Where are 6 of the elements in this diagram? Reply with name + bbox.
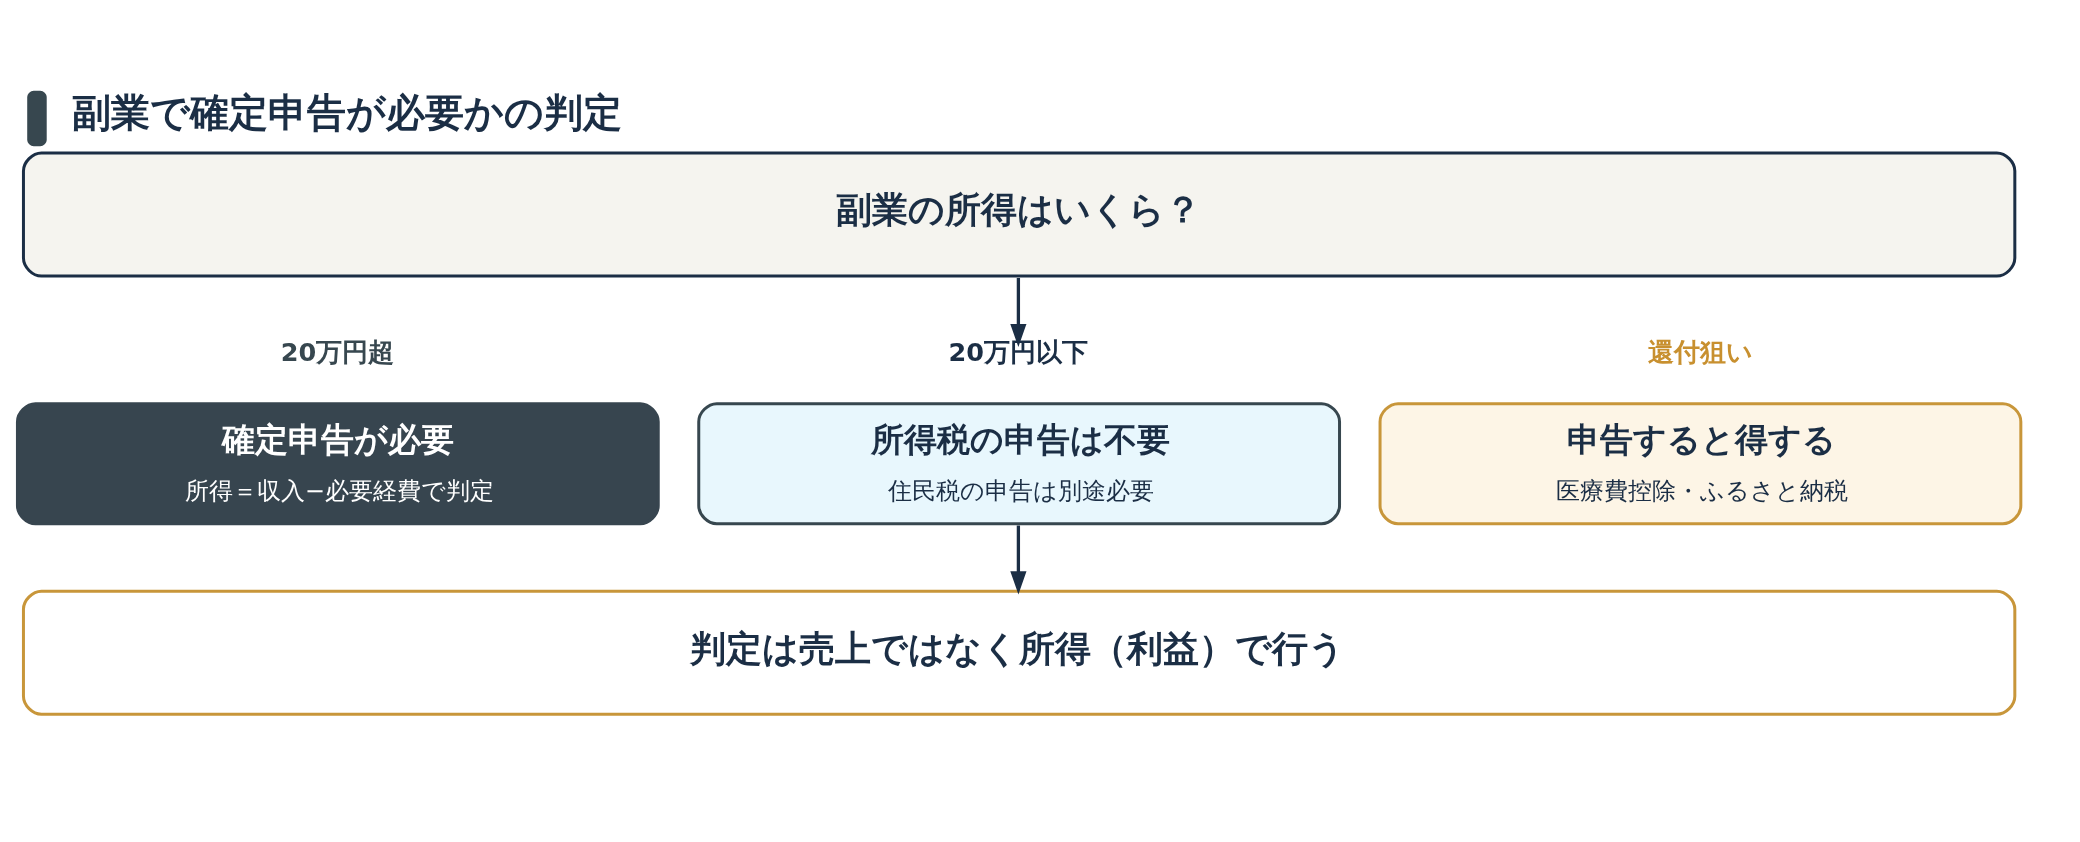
- arrow: [1010, 277, 1027, 347]
- node-label: 20万円以下: [948, 336, 1089, 367]
- arrow: [1010, 525, 1027, 594]
- diagram-title: 副業で確定申告が必要かの判定: [72, 89, 623, 135]
- node-label: 20万円超: [280, 336, 395, 367]
- node-label: 還付狙い: [1647, 336, 1753, 367]
